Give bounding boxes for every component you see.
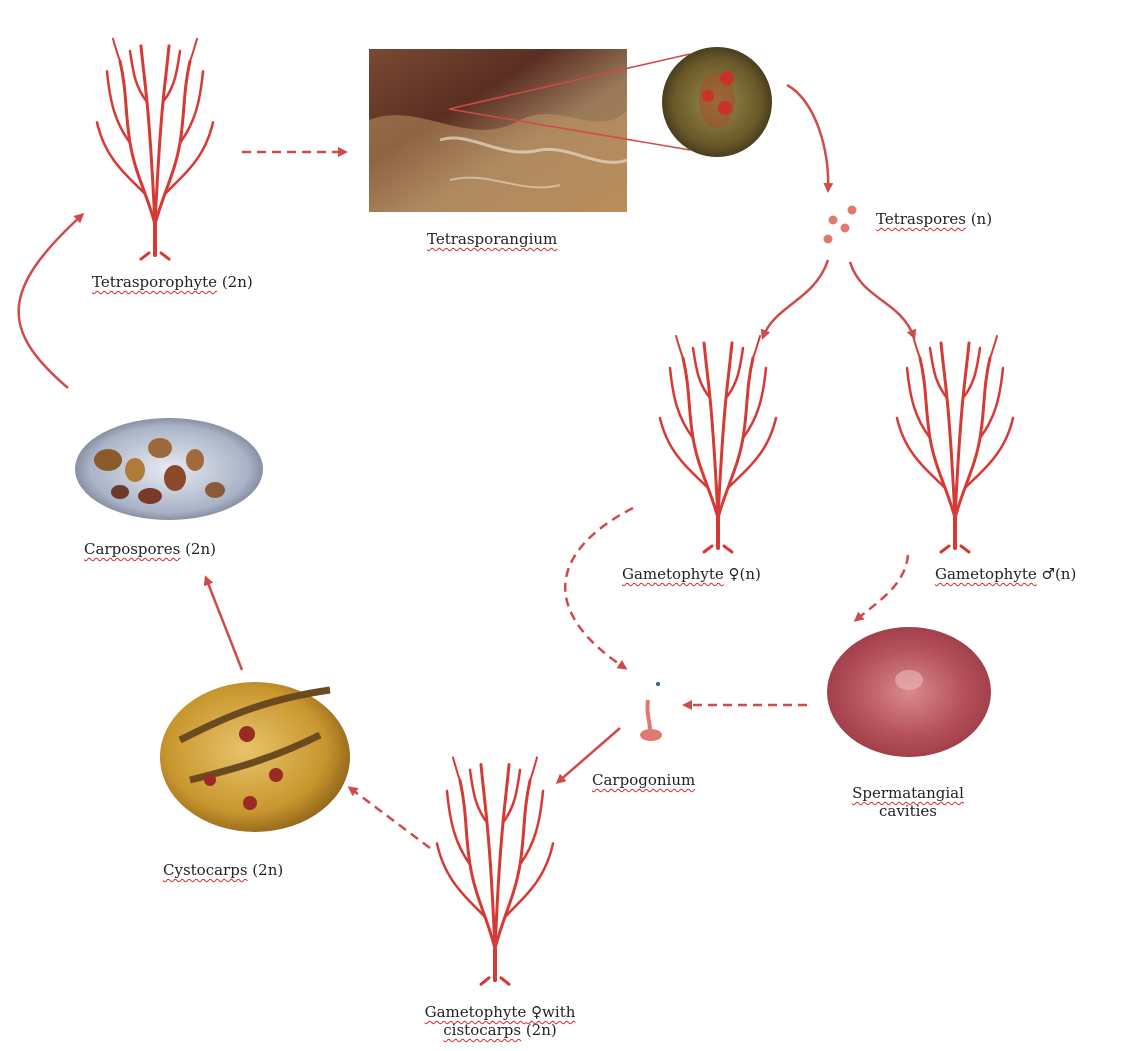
arrow-male-to-spermatangial <box>856 555 908 620</box>
cystocarps-photo <box>160 682 350 832</box>
arrow-cystocarps-to-carpospores <box>206 578 242 670</box>
tetrasporangium-photo <box>369 49 627 212</box>
carpospores-photo <box>75 418 263 520</box>
arrow-cistocarps-to-cystocarps <box>350 788 430 848</box>
carpogonium-icon <box>640 682 662 741</box>
gametophyte-female-plant <box>660 336 776 552</box>
arrow-tetraspores-to-male <box>850 262 914 337</box>
label-cystocarps: Cystocarps (2n) <box>163 861 283 879</box>
label-carpospores: Carpospores (2n) <box>84 540 216 558</box>
tetrasporophyte-plant <box>97 39 213 259</box>
label-tetrasporangium: Tetrasporangium <box>427 230 557 248</box>
label-spermatangial-cavities: Spermatangial cavities <box>833 784 983 820</box>
spermatangial-photo <box>827 627 991 757</box>
arrow-female-to-carpogonium <box>565 508 633 668</box>
tetrasporangium-zoom <box>662 47 772 157</box>
tetraspores-dots <box>824 206 857 244</box>
label-tetraspores: Tetraspores (n) <box>876 210 992 228</box>
arrow-carpospores-to-tetrasporophyte <box>19 215 82 388</box>
arrow-tetraspores-to-female <box>763 260 828 337</box>
label-carpogonium: Carpogonium <box>592 771 695 789</box>
label-gametophyte-female: Gametophyte ♀(n) <box>622 565 761 583</box>
label-gametophyte-male: Gametophyte ♂(n) <box>935 565 1076 583</box>
label-gametophyte-with-cistocarps: Gametophyte ♀with cistocarps (2n) <box>405 1003 595 1039</box>
arrow-zoom-to-tetraspores <box>787 85 828 190</box>
label-tetrasporophyte: Tetrasporophyte (2n) <box>92 273 253 291</box>
gametophyte-male-plant <box>897 336 1013 552</box>
gametophyte-with-cistocarps-plant <box>437 757 553 984</box>
